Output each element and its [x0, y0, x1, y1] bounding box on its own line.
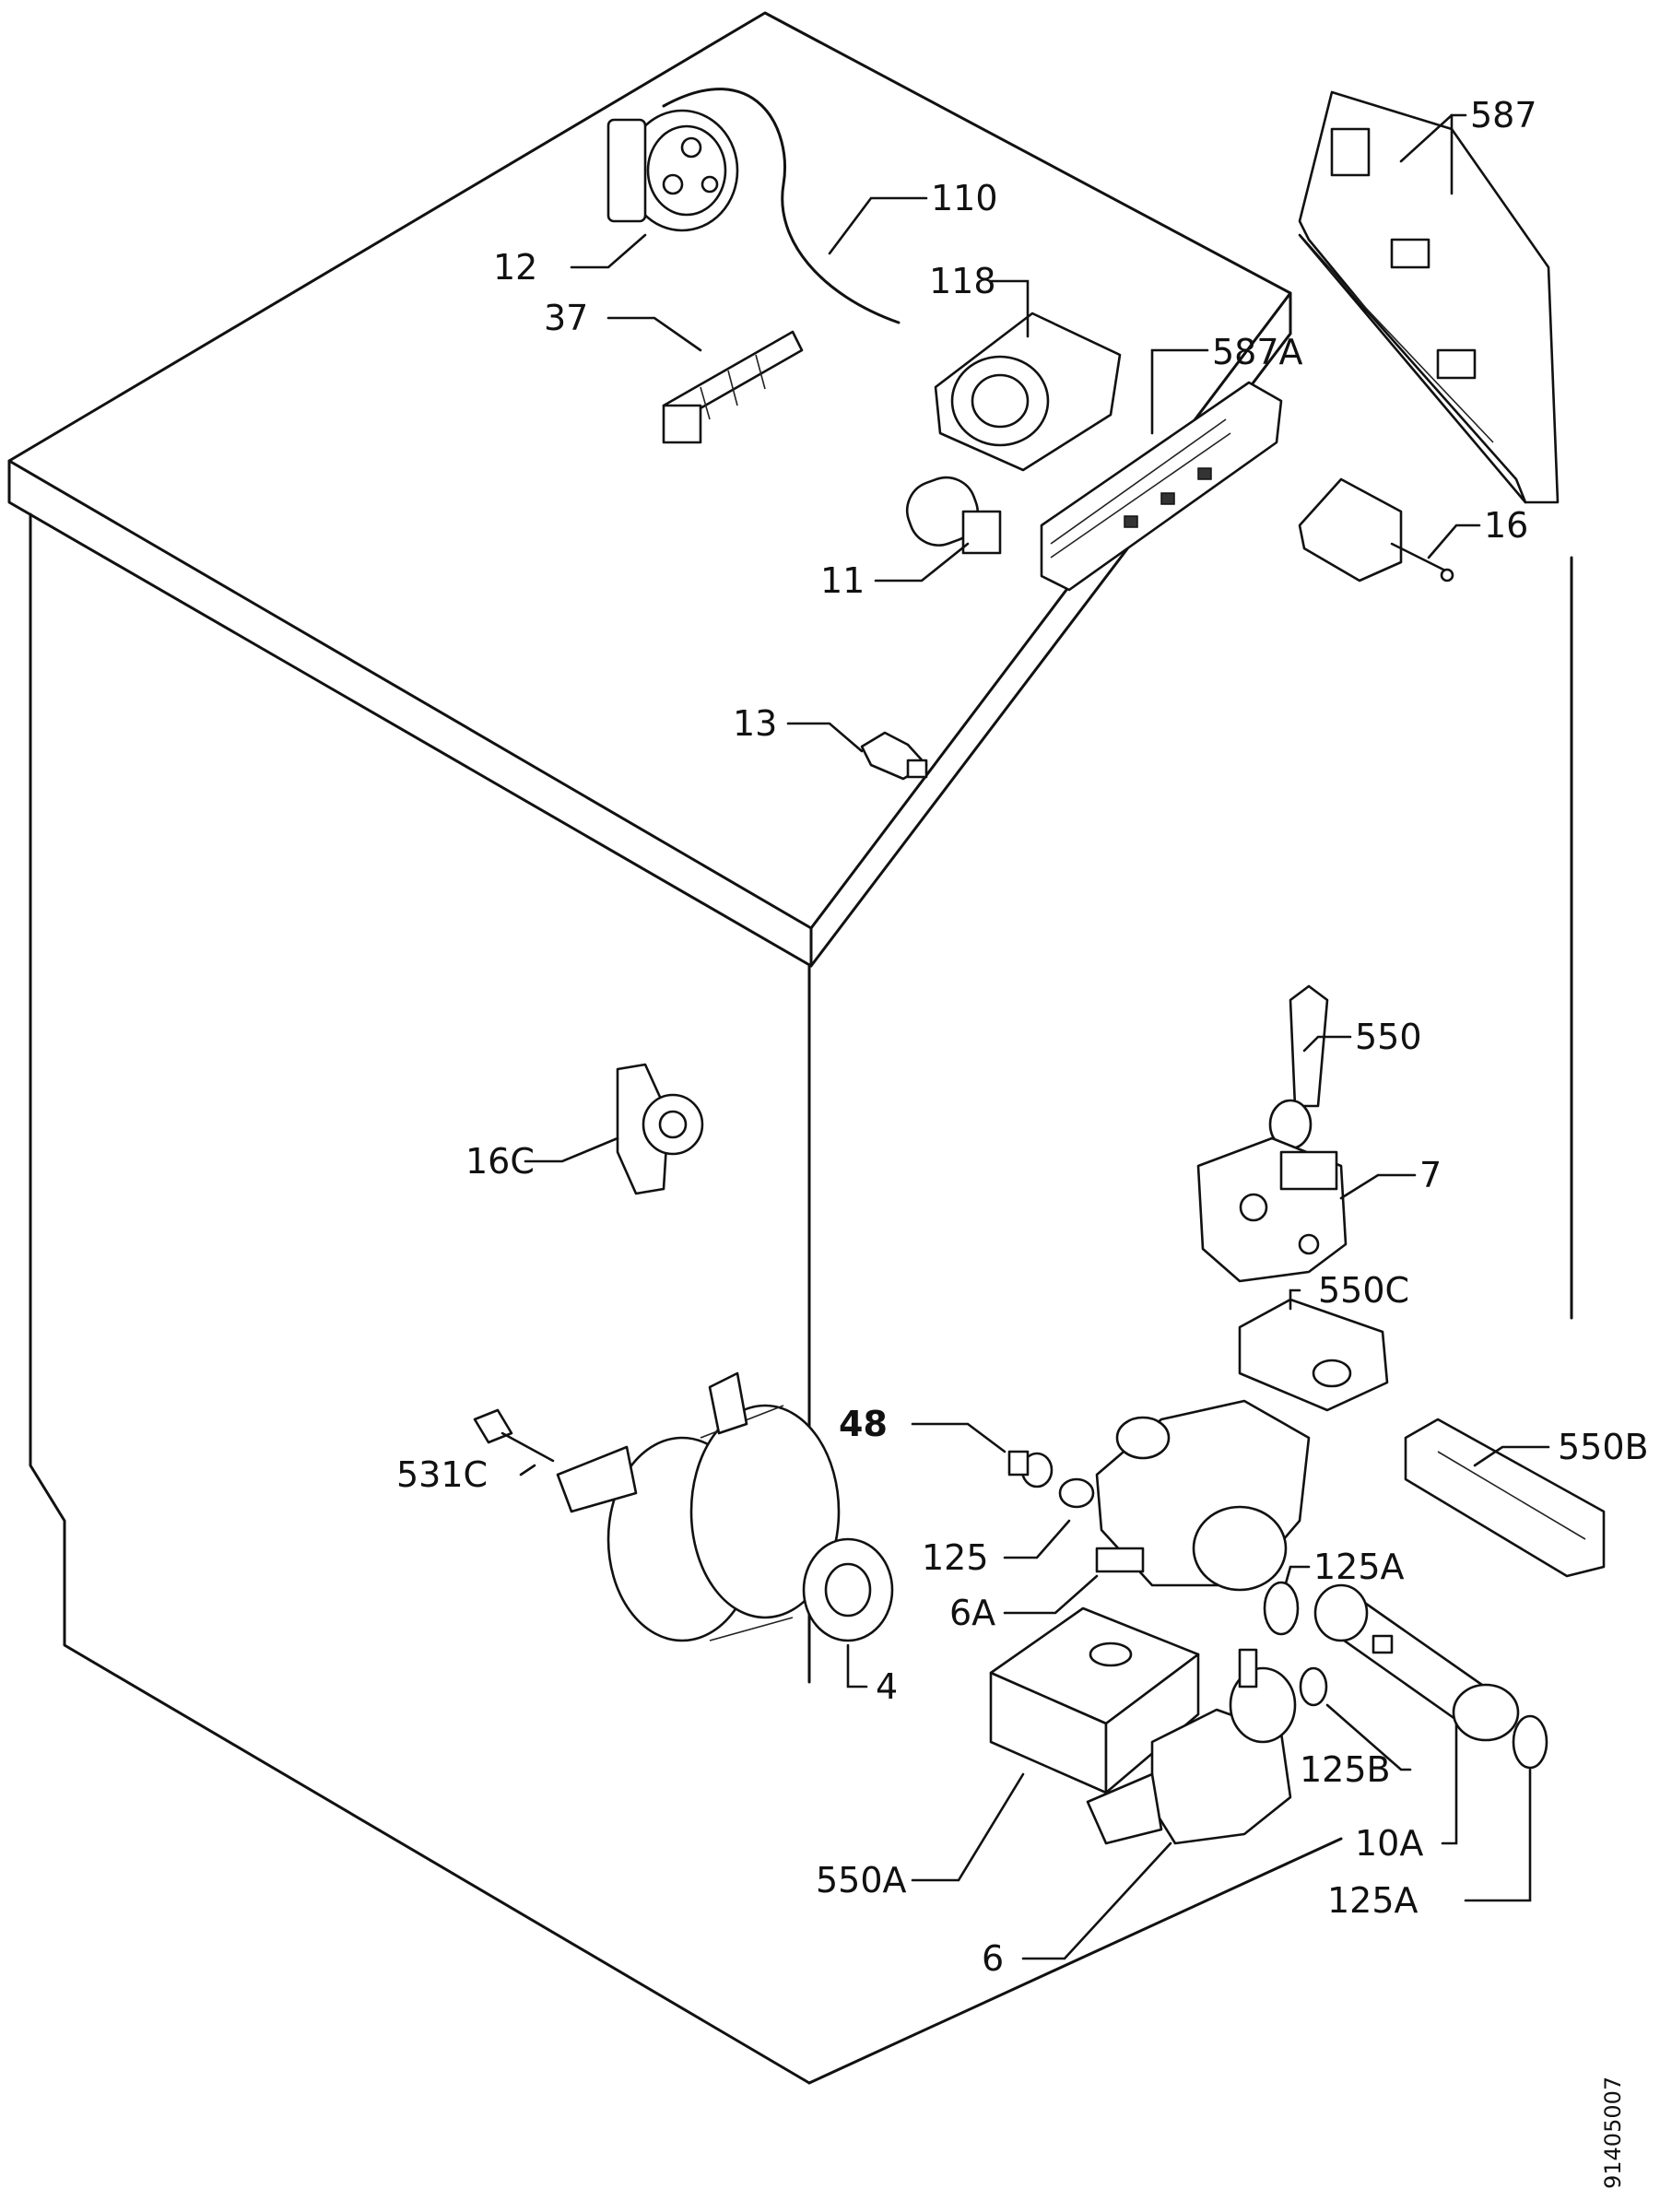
part-37-terminal-block [662, 330, 804, 444]
label-125: 125 [922, 1537, 989, 1578]
label-125A-top: 125A [1313, 1547, 1405, 1587]
part-125-oring [1058, 1477, 1095, 1509]
label-550B: 550B [1558, 1427, 1649, 1467]
leader-lines [519, 113, 1550, 1960]
part-587-main-board [1298, 90, 1560, 504]
label-12: 12 [493, 247, 537, 288]
label-531C: 531C [396, 1454, 488, 1495]
label-550: 550 [1355, 1017, 1422, 1057]
part-48-sensor [1007, 1450, 1054, 1488]
label-13: 13 [733, 703, 777, 744]
part-550B-bracket [1404, 1418, 1606, 1578]
label-118: 118 [929, 261, 996, 301]
label-48: 48 [839, 1404, 888, 1444]
part-6A-valve-body [1095, 1399, 1311, 1592]
part-587A-pcb [1040, 381, 1283, 592]
part-125A-ring-bottom [1512, 1714, 1548, 1770]
label-125B: 125B [1300, 1749, 1391, 1790]
part-550A-cover-box [989, 1606, 1200, 1794]
callout-labels: 587 110 12 118 587A 37 11 16 13 550 7 16… [396, 95, 1649, 1979]
label-4: 4 [876, 1666, 898, 1707]
part-125A-ring-top [1263, 1581, 1300, 1636]
label-550A: 550A [816, 1860, 907, 1900]
part-11-capacitor [905, 476, 1002, 555]
part-16-switch [1298, 477, 1454, 582]
label-6: 6 [982, 1938, 1004, 1979]
part-110-cable [662, 88, 901, 324]
label-16: 16 [1484, 505, 1528, 546]
part-531C-screw [473, 1408, 555, 1463]
label-587: 587 [1470, 95, 1537, 135]
part-16C-sensor [616, 1063, 704, 1195]
part-125B-ring [1299, 1666, 1328, 1707]
part-13-connector [860, 731, 928, 781]
part-6-inlet-valve [1086, 1648, 1297, 1845]
label-7: 7 [1419, 1155, 1442, 1195]
label-10A: 10A [1355, 1823, 1423, 1864]
label-587A: 587A [1212, 332, 1303, 372]
part-10A-filter [1313, 1583, 1520, 1742]
label-125A-bottom: 125A [1327, 1880, 1419, 1921]
appliance-cabinet [7, 11, 1573, 2085]
part-550-lever [1268, 984, 1329, 1150]
label-6A: 6A [949, 1593, 995, 1633]
part-12-selector [606, 109, 739, 232]
drawing-code: 91405007 [1600, 2077, 1626, 2189]
label-110: 110 [931, 178, 998, 218]
part-7-door-switch [1196, 1136, 1348, 1283]
label-37: 37 [544, 298, 588, 338]
label-11: 11 [820, 560, 865, 601]
part-118-timer [934, 312, 1122, 472]
part-550C-cover [1238, 1298, 1389, 1412]
part-4-pump-motor [556, 1371, 894, 1642]
label-550C: 550C [1318, 1270, 1409, 1311]
label-16C: 16C [465, 1141, 535, 1182]
